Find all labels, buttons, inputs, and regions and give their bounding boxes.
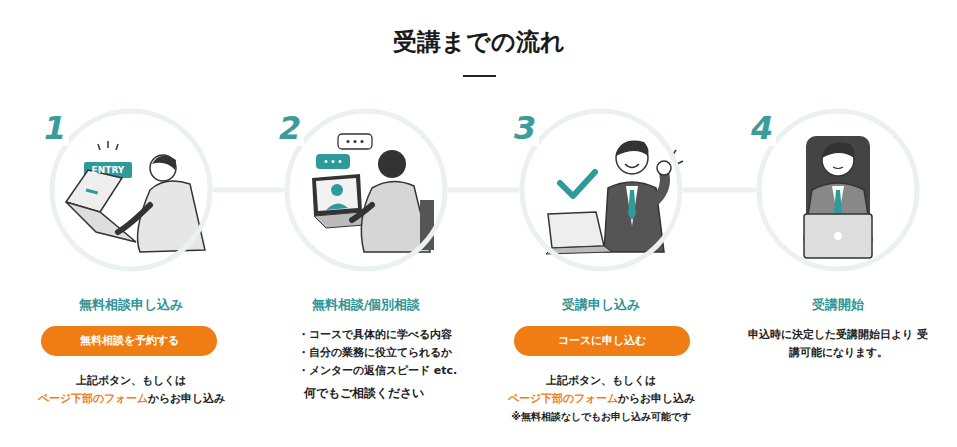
note-text: 何でもご相談ください bbox=[304, 386, 424, 400]
note-line: ページ下部のフォームからお申し込み bbox=[0, 390, 271, 408]
step-circle: 1無料相談申し込み bbox=[49, 108, 213, 272]
page-title: 受講までの流れ bbox=[0, 26, 957, 58]
circle-outline bbox=[49, 108, 213, 272]
action-button: 無料相談を予約する bbox=[41, 326, 217, 356]
note-line: ・メンターの返信スピード etc. bbox=[298, 362, 457, 380]
note-line: ・自分の業務に役立てられるか bbox=[298, 344, 452, 362]
step-number: 1 bbox=[41, 110, 69, 146]
form-link: ページ下部のフォーム bbox=[508, 392, 618, 405]
step-number: 2 bbox=[276, 110, 304, 146]
step-heading: 受講申し込み bbox=[469, 296, 733, 314]
step-heading: 受講開始 bbox=[706, 296, 957, 314]
title-underline bbox=[463, 75, 496, 77]
note-text: ・メンターの返信スピード etc. bbox=[298, 364, 457, 377]
step-connector bbox=[213, 188, 284, 193]
note-line: 上記ボタン、もしくは bbox=[461, 372, 741, 390]
note-line: ページ下部のフォームからお申し込み bbox=[461, 390, 741, 408]
step-connector bbox=[448, 188, 519, 193]
button-label: 無料相談を予約する bbox=[80, 334, 179, 348]
step-circle: 4受講開始 bbox=[756, 108, 920, 272]
step-circle: 2無料相談/個別相談 bbox=[284, 108, 448, 272]
note-text: ・コースで具体的に学べる内容 bbox=[298, 328, 452, 341]
consult-illustration bbox=[312, 134, 434, 252]
form-link: ページ下部のフォーム bbox=[38, 392, 148, 405]
circle-outline bbox=[519, 108, 683, 272]
circle-outline bbox=[284, 108, 448, 272]
action-button: コースに申し込む bbox=[514, 326, 690, 356]
step-number: 3 bbox=[511, 110, 539, 146]
note-line: ・コースで具体的に学べる内容 bbox=[298, 326, 452, 344]
note-text: 上記ボタン、もしくは bbox=[546, 374, 656, 387]
note-line: 上記ボタン、もしくは bbox=[0, 372, 271, 390]
note-text: ・自分の業務に役立てられるか bbox=[298, 346, 452, 359]
note-text: からお申し込み bbox=[148, 392, 225, 405]
note-text: 申込時に決定した受講開始日より 受講可能になります。 bbox=[748, 328, 928, 359]
entry-tag-text: ENTRY bbox=[84, 162, 132, 178]
start-illustration bbox=[804, 136, 872, 258]
note-text: ※無料相談なしでもお申し込み可能です bbox=[511, 411, 691, 422]
note-text: 上記ボタン、もしくは bbox=[76, 374, 186, 387]
note-text: からお申し込み bbox=[618, 392, 695, 405]
step-circle: 3受講申し込み bbox=[519, 108, 683, 272]
step-connector bbox=[683, 188, 756, 193]
note-line: 申込時に決定した受講開始日より 受講可能になります。 bbox=[746, 326, 930, 362]
entry-illustration bbox=[66, 141, 205, 252]
button-label: コースに申し込む bbox=[558, 334, 646, 348]
step-number: 4 bbox=[748, 110, 776, 146]
step-heading: 無料相談申し込み bbox=[0, 296, 263, 314]
note-line: 何でもご相談ください bbox=[304, 384, 424, 402]
note-line: ※無料相談なしでもお申し込み可能です bbox=[461, 408, 741, 426]
step-heading: 無料相談/個別相談 bbox=[234, 296, 498, 314]
circle-outline bbox=[756, 108, 920, 272]
